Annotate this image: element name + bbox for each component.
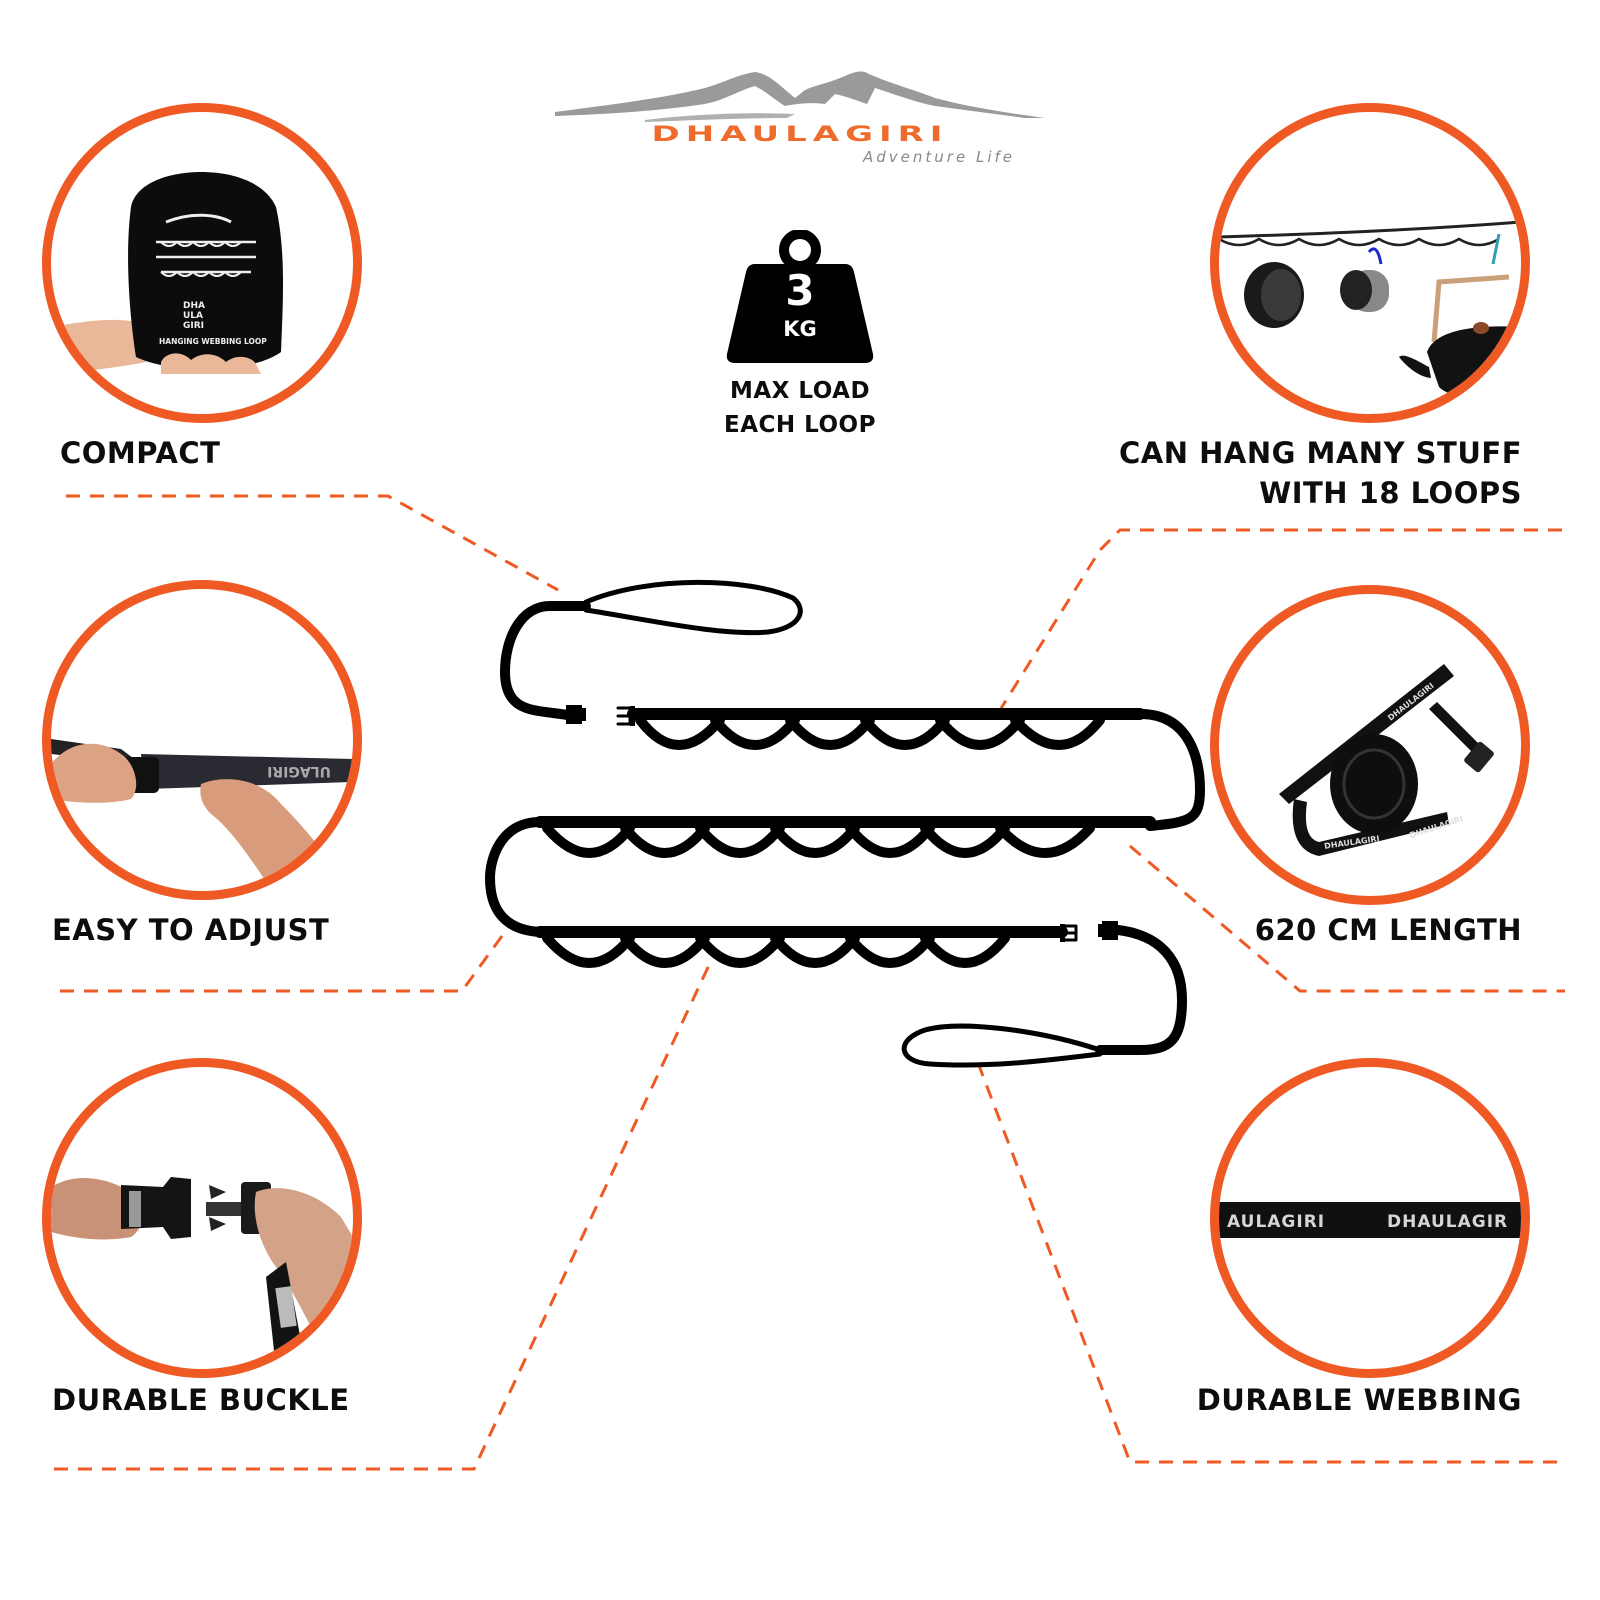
photo-length: DHAULAGIRI DHAULAGIRI DHAULAGIRI	[1210, 585, 1530, 905]
photo-adjust: ULAGIRI	[42, 580, 362, 900]
buckle-connect-image	[51, 1177, 353, 1369]
weight-caption: MAX LOAD EACH LOOP	[660, 374, 940, 442]
bottom-cord	[1095, 925, 1187, 1055]
label-hang-items-line2: WITH 18 LOOPS	[1259, 476, 1522, 510]
loops-row-3	[542, 933, 1010, 968]
loops-row-2	[542, 823, 1095, 858]
svg-text:AULAGIRI: AULAGIRI	[1227, 1212, 1325, 1232]
svg-text:DHA: DHA	[183, 301, 205, 311]
svg-text:HANGING WEBBING LOOP: HANGING WEBBING LOOP	[159, 337, 267, 346]
label-webbing: DURABLE WEBBING	[1196, 1383, 1522, 1417]
webbing-closeup-image: AULAGIRI DHAULAGIR	[1219, 1202, 1521, 1238]
leader-adjust	[60, 924, 512, 993]
label-adjust: EASY TO ADJUST	[52, 913, 330, 947]
loops-row-1	[635, 715, 1105, 750]
bottom-end-loop	[901, 1023, 1103, 1068]
label-hang-items-line1: CAN HANG MANY STUFF	[1119, 436, 1522, 470]
svg-text:GIRI: GIRI	[183, 321, 204, 331]
right-bend	[1135, 709, 1205, 831]
label-hang-items: CAN HANG MANY STUFF WITH 18 LOOPS	[1119, 433, 1522, 513]
weight-caption-line2: EACH LOOP	[724, 412, 876, 438]
buckle-top-female	[566, 705, 582, 724]
label-length: 620 CM LENGTH	[1254, 913, 1522, 947]
adjusting-strap-image: ULAGIRI	[51, 739, 353, 889]
leader-lines	[54, 494, 1565, 1471]
weight-value: 3	[785, 266, 815, 315]
leader-buckle	[54, 962, 712, 1471]
svg-text:ULA: ULA	[183, 311, 203, 321]
hanging-cookware-image	[1219, 220, 1521, 403]
coiled-webbing-image: DHAULAGIRI DHAULAGIRI DHAULAGIRI	[1279, 664, 1494, 856]
compact-pouch-image: DHA ULA GIRI HANGING WEBBING LOOP	[51, 172, 284, 374]
top-cord	[500, 601, 591, 720]
svg-text:ULAGIRI: ULAGIRI	[267, 763, 331, 779]
leader-compact	[66, 494, 559, 592]
weight-unit: KG	[783, 317, 817, 341]
buckle-bottom-male	[1063, 924, 1078, 942]
photo-compact: DHA ULA GIRI HANGING WEBBING LOOP	[42, 103, 362, 423]
brand-logo: DHAULAGIRI Adventure Life	[555, 60, 1045, 170]
mountain-icon	[555, 71, 1045, 122]
buckle-bottom-female	[1102, 921, 1118, 940]
top-end-loop	[583, 579, 803, 636]
leader-loops	[998, 528, 1562, 711]
svg-text:DHAULAGIR: DHAULAGIR	[1387, 1212, 1508, 1232]
left-bend	[485, 817, 545, 937]
weight-caption-line1: MAX LOAD	[729, 378, 871, 404]
hanging-webbing-loop-diagram	[485, 579, 1205, 1068]
label-compact: COMPACT	[60, 436, 221, 470]
brand-wordmark: DHAULAGIRI	[651, 122, 949, 147]
photo-hang-items	[1210, 103, 1530, 423]
leader-length	[1129, 844, 1565, 993]
photo-webbing: AULAGIRI DHAULAGIR	[1210, 1058, 1530, 1378]
photo-buckle	[42, 1058, 362, 1378]
label-buckle: DURABLE BUCKLE	[52, 1383, 350, 1417]
svg-text:DHAULAGIRI: DHAULAGIRI	[1386, 681, 1435, 722]
weight-icon	[726, 230, 874, 363]
brand-tagline: Adventure Life	[863, 148, 1015, 166]
weight-badge: 3 KG	[725, 230, 875, 365]
